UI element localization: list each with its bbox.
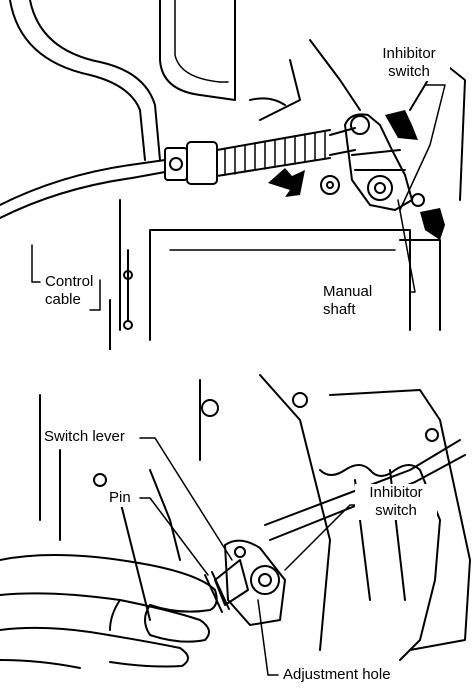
label-text: shaft	[323, 301, 356, 318]
arrow-1	[385, 110, 418, 140]
label-pin: Pin	[108, 489, 132, 507]
label-text: cable	[45, 291, 81, 308]
label-inhibitor-switch-bottom: Inhibitor switch	[355, 484, 437, 520]
leader-switch-lever	[139, 437, 233, 561]
top-illustration	[0, 0, 466, 350]
label-control-cable: Control cable	[44, 273, 95, 309]
label-text: switch	[375, 502, 417, 519]
leader-adjustment-hole	[257, 599, 279, 676]
control-cable	[0, 159, 166, 219]
label-text: Manual	[323, 283, 373, 300]
label-switch-lever: Switch lever	[43, 428, 126, 446]
leader-inhibitor-switch	[399, 84, 446, 211]
switch-lever	[214, 559, 249, 606]
pin	[204, 571, 230, 613]
hand	[0, 554, 218, 669]
leader-inhibitor-switch-bottom	[284, 504, 361, 571]
arrow-2	[268, 168, 305, 197]
leader-control-cable	[31, 244, 41, 283]
label-text: switch	[388, 63, 430, 80]
transmission-housing	[119, 199, 411, 341]
arrow-3	[420, 208, 445, 240]
label-inhibitor-switch-top: Inhibitor switch	[368, 45, 450, 81]
label-manual-shaft: Manual shaft	[322, 283, 374, 319]
label-text: Inhibitor	[369, 484, 423, 501]
harness-wire	[319, 464, 441, 661]
label-text: Inhibitor	[382, 45, 436, 62]
label-text: Control	[45, 273, 94, 290]
leader-pin	[139, 497, 209, 576]
leader-manual-shaft	[397, 199, 416, 293]
bent-hose	[9, 0, 161, 161]
upper-pipe	[159, 0, 236, 101]
inhibitor-switch-body	[344, 113, 413, 211]
label-adjustment-hole: Adjustment hole	[282, 666, 392, 684]
cable-boot	[216, 129, 331, 177]
housing-lower	[39, 374, 331, 651]
inhibitor-switch-bottom	[224, 539, 286, 626]
